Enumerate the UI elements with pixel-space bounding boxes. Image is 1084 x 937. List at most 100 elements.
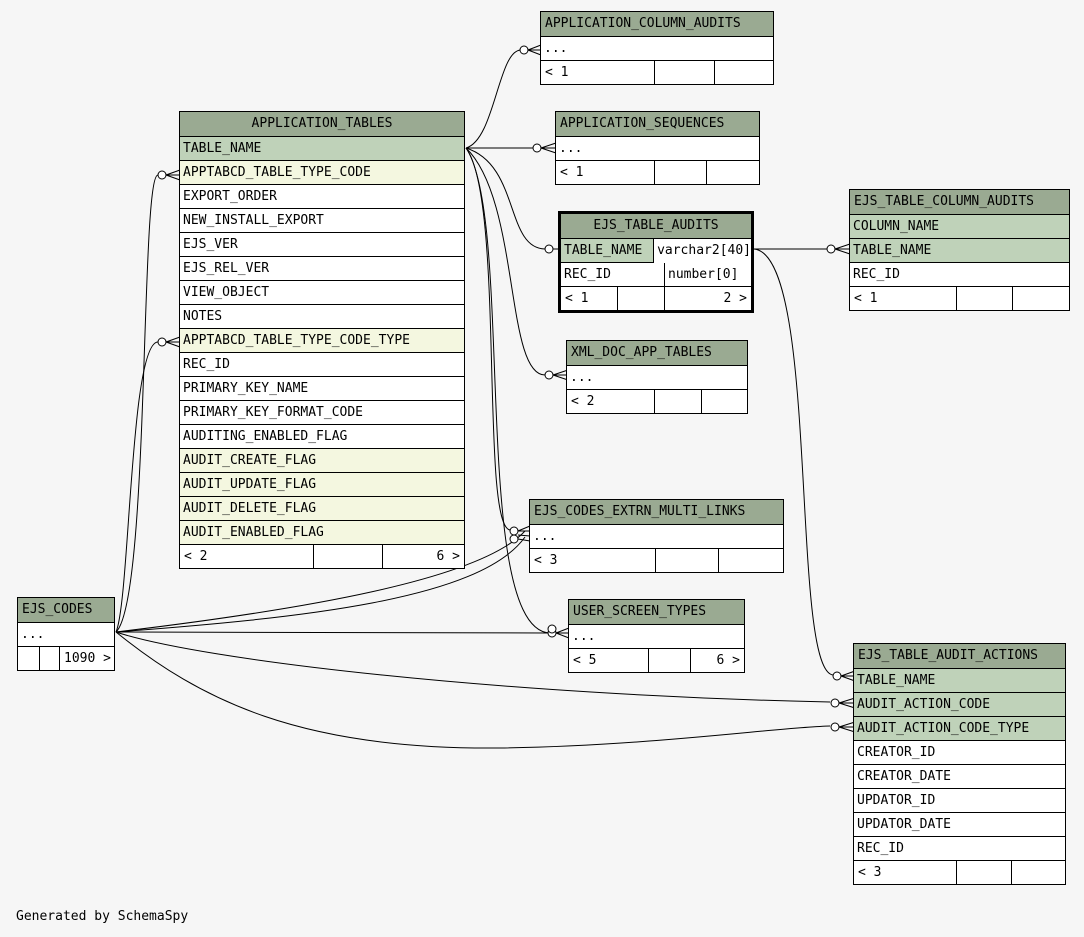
table-header[interactable]: EJS_CODES	[18, 598, 114, 623]
children-count[interactable]: 6 >	[382, 545, 464, 568]
rows-count	[313, 545, 382, 568]
table-body: ...	[18, 623, 114, 647]
parents-count[interactable]: < 3	[858, 865, 882, 880]
column-row: NEW_INSTALL_EXPORT	[180, 209, 464, 233]
parents-count	[18, 647, 39, 670]
table-ejs-table-audits[interactable]: EJS_TABLE_AUDITS TABLE_NAME varchar2[40]…	[558, 211, 754, 313]
table-xml-doc-app-tables[interactable]: XML_DOC_APP_TABLES ... < 2	[566, 340, 748, 414]
column-row: TABLE_NAME	[180, 137, 464, 161]
table-footer: < 1 2 >	[561, 287, 751, 310]
column-row: AUDIT_ENABLED_FLAG	[180, 521, 464, 545]
table-ejs-codes[interactable]: EJS_CODES ... 1090 >	[17, 597, 115, 671]
table-footer: 1090 >	[18, 647, 114, 670]
table-body: ...	[569, 625, 744, 649]
table-body: ...	[567, 366, 747, 390]
rows-count	[648, 649, 690, 672]
children-count	[718, 549, 783, 572]
column-row: EXPORT_ORDER	[180, 185, 464, 209]
parents-count[interactable]: < 3	[534, 553, 558, 568]
children-count[interactable]: 2 >	[664, 287, 751, 310]
rows-count	[617, 287, 664, 310]
table-header[interactable]: APPLICATION_SEQUENCES	[556, 112, 759, 137]
children-count	[714, 61, 773, 84]
children-count[interactable]: 6 >	[690, 649, 744, 672]
rows-count	[39, 647, 59, 670]
column-row: REC_ID	[850, 263, 1069, 287]
table-footer: < 2	[567, 390, 747, 413]
column-row: TABLE_NAME	[854, 669, 1065, 693]
column-row: REC_ID	[854, 837, 1065, 861]
generated-by-credit: Generated by SchemaSpy	[16, 909, 189, 924]
edge-codes-to-app-tables-type-code	[115, 174, 159, 633]
edge-codes-to-audit-action-code-type	[115, 631, 831, 749]
table-application-tables[interactable]: APPLICATION_TABLES TABLE_NAME APPTABCD_T…	[179, 111, 465, 569]
parents-count[interactable]: < 2	[184, 549, 208, 564]
parents-count[interactable]: < 1	[560, 165, 584, 180]
column-row: AUDIT_UPDATE_FLAG	[180, 473, 464, 497]
column-name: TABLE_NAME	[564, 243, 643, 258]
table-body: ...	[530, 525, 783, 549]
edge-app-tables-to-user-screen-types	[465, 147, 551, 634]
column-row: TABLE_NAME varchar2[40]	[561, 239, 751, 263]
column-row: UPDATOR_DATE	[854, 813, 1065, 837]
column-row: AUDIT_ACTION_CODE	[854, 693, 1065, 717]
table-header[interactable]: XML_DOC_APP_TABLES	[567, 341, 747, 366]
table-footer: < 3	[854, 861, 1065, 884]
parents-count[interactable]: < 1	[854, 291, 878, 306]
edge-codes-to-user-screen-types	[115, 631, 549, 634]
column-row: AUDIT_ACTION_CODE_TYPE	[854, 717, 1065, 741]
table-header[interactable]: EJS_TABLE_AUDIT_ACTIONS	[854, 644, 1065, 669]
children-count	[1012, 287, 1069, 310]
edge-app-tables-to-multi-links	[465, 147, 511, 531]
column-row: AUDITING_ENABLED_FLAG	[180, 425, 464, 449]
column-type: number[0]	[664, 263, 751, 287]
column-row: EJS_VER	[180, 233, 464, 257]
table-header[interactable]: APPLICATION_TABLES	[180, 112, 464, 137]
rows-count	[654, 390, 701, 413]
parents-count[interactable]: < 2	[571, 394, 595, 409]
parents-count[interactable]: < 1	[565, 291, 589, 306]
column-row: NOTES	[180, 305, 464, 329]
edge-codes-to-app-tables-type-code-type	[115, 341, 159, 633]
parents-count[interactable]: < 1	[545, 65, 569, 80]
column-row: AUDIT_CREATE_FLAG	[180, 449, 464, 473]
column-row: PRIMARY_KEY_FORMAT_CODE	[180, 401, 464, 425]
edge-app-tables-to-column-audits	[465, 49, 522, 149]
rows-count	[956, 861, 1011, 884]
table-user-screen-types[interactable]: USER_SCREEN_TYPES ... < 5 6 >	[568, 599, 745, 673]
edge-table-audits-to-audit-actions	[753, 248, 834, 676]
table-footer: < 2 6 >	[180, 545, 464, 568]
parents-count[interactable]: < 5	[573, 653, 597, 668]
table-header[interactable]: EJS_TABLE_COLUMN_AUDITS	[850, 190, 1069, 215]
table-application-sequences[interactable]: APPLICATION_SEQUENCES ... < 1	[555, 111, 760, 185]
rows-count	[654, 61, 714, 84]
table-footer: < 1	[556, 161, 759, 184]
table-body: ...	[556, 137, 759, 161]
table-header[interactable]: EJS_TABLE_AUDITS	[561, 214, 751, 239]
edge-codes-to-multi-links-b	[115, 536, 526, 633]
table-ejs-table-column-audits[interactable]: EJS_TABLE_COLUMN_AUDITS COLUMN_NAME TABL…	[849, 189, 1070, 311]
edge-app-tables-to-xml-doc	[465, 147, 546, 376]
column-row: REC_ID	[180, 353, 464, 377]
table-footer: < 3	[530, 549, 783, 572]
column-name: REC_ID	[564, 267, 611, 282]
column-type: varchar2[40]	[653, 239, 751, 263]
table-header[interactable]: APPLICATION_COLUMN_AUDITS	[541, 12, 773, 37]
table-ejs-codes-extrn-multi-links[interactable]: EJS_CODES_EXTRN_MULTI_LINKS ... < 3	[529, 499, 784, 573]
children-count	[701, 390, 747, 413]
column-row: TABLE_NAME	[850, 239, 1069, 263]
table-header[interactable]: USER_SCREEN_TYPES	[569, 600, 744, 625]
column-row: CREATOR_ID	[854, 741, 1065, 765]
table-application-column-audits[interactable]: APPLICATION_COLUMN_AUDITS ... < 1	[540, 11, 774, 85]
column-row: UPDATOR_ID	[854, 789, 1065, 813]
column-row: AUDIT_DELETE_FLAG	[180, 497, 464, 521]
table-header[interactable]: EJS_CODES_EXTRN_MULTI_LINKS	[530, 500, 783, 525]
table-ejs-table-audit-actions[interactable]: EJS_TABLE_AUDIT_ACTIONS TABLE_NAME AUDIT…	[853, 643, 1066, 885]
edge-codes-to-audit-action-code	[115, 631, 831, 703]
children-count	[706, 161, 759, 184]
rows-count	[655, 549, 718, 572]
children-count[interactable]: 1090 >	[59, 647, 114, 670]
column-row: PRIMARY_KEY_NAME	[180, 377, 464, 401]
rows-count	[956, 287, 1012, 310]
